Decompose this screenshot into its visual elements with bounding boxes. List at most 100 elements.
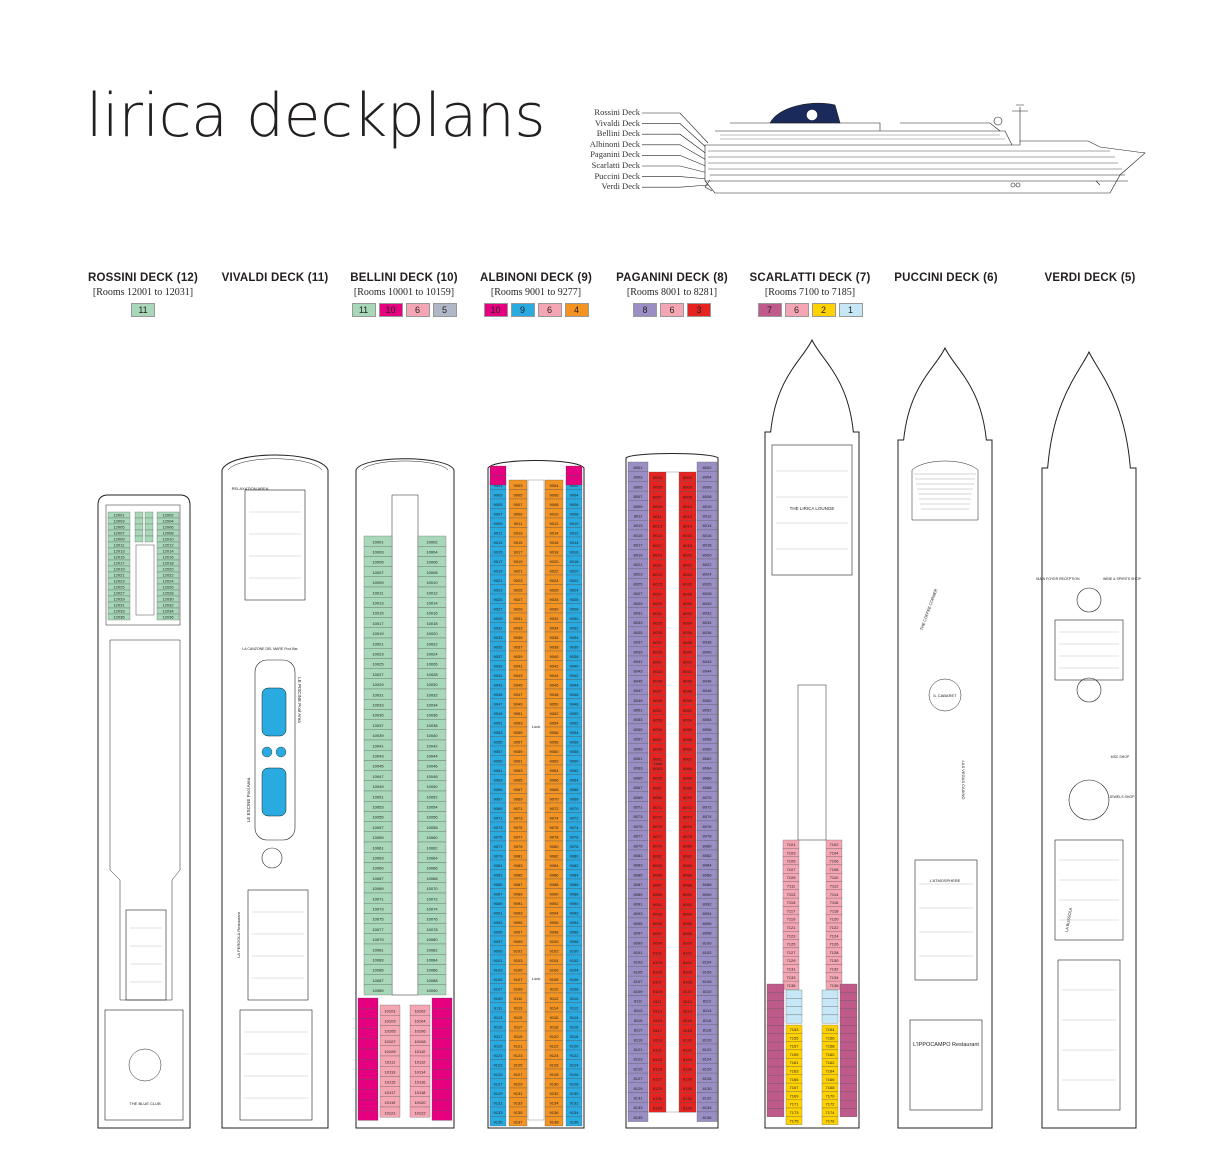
cabin-number: 9122 (550, 1043, 560, 1048)
cabin (648, 830, 667, 841)
cabin-number: 8108 (703, 979, 713, 984)
cabin (825, 972, 843, 982)
cabin (785, 1066, 803, 1075)
cabin (156, 511, 180, 519)
deck-plan-albinoni[interactable]: 9001900390059007900990119013901590179019… (487, 460, 585, 1129)
cabin-number: 9007 (494, 511, 504, 516)
cabin (107, 547, 131, 555)
cabin-number: 7155 (790, 1035, 800, 1040)
deck-name[interactable]: PAGANINI DECK (8) (616, 272, 728, 284)
cabin (489, 1040, 507, 1051)
cabin-number: 8008 (703, 494, 713, 499)
deck-name[interactable]: VERDI DECK (5) (1044, 272, 1136, 284)
cabin (107, 565, 131, 573)
cabin-number: 12013 (113, 548, 125, 553)
deck-name[interactable]: VIVALDI DECK (11) (221, 272, 329, 284)
cabin-number: 9016 (550, 540, 560, 545)
cabin (565, 964, 583, 975)
cabin (544, 517, 564, 528)
deck-name[interactable]: BELLINI DECK (10) (350, 272, 458, 284)
cabin-number: 8120 (683, 1038, 693, 1043)
cabin-number: 9129 (494, 1091, 504, 1096)
cabin-number: 8123 (634, 1057, 644, 1062)
cabin (489, 498, 507, 509)
cabin-number: 10113 (385, 1070, 397, 1075)
cabin (678, 675, 697, 686)
deck-name[interactable]: SCARLATTI DECK (7) (749, 272, 871, 284)
cabin (678, 617, 697, 628)
cabin (565, 916, 583, 927)
cabin-number: 9075 (514, 825, 524, 830)
cabin-number: 8077 (653, 834, 663, 839)
cabin-number: 8095 (653, 921, 663, 926)
cabin-number: 9092 (570, 910, 580, 915)
cabin (544, 859, 564, 870)
deck-plan-rossini[interactable]: 1200112003120051200712009120111201312015… (97, 494, 191, 1129)
cabin (648, 597, 667, 608)
cabin (363, 811, 393, 822)
category-chip-11: 11 (351, 303, 376, 317)
cabin (696, 684, 718, 695)
venue-label: WINE & SPIRITS SHOP (1103, 577, 1142, 581)
cabin-number: 9135 (494, 1119, 504, 1124)
cabin-number: 9130 (570, 1091, 580, 1096)
cabin-number: 8039 (634, 649, 644, 654)
cabin (627, 946, 649, 957)
cabin (363, 903, 393, 914)
cabin-number: 8099 (653, 941, 663, 946)
cabin-number: 8028 (683, 591, 693, 596)
deck-name[interactable]: PUCCINI DECK (6) (894, 272, 998, 284)
cabin (107, 535, 131, 543)
venue-label: LE PISCINE Pool Area (297, 677, 302, 723)
cabin (379, 1035, 401, 1046)
cabin (544, 973, 564, 984)
hull-outline (1041, 350, 1137, 1129)
cabin (696, 946, 718, 957)
cabin (766, 1075, 785, 1084)
cabin-number: 9052 (550, 711, 560, 716)
profile-leader-line (642, 133, 709, 156)
cabin-number: 9020 (570, 568, 580, 573)
cabin-number: 8069 (634, 795, 644, 800)
cabin-number: 7131 (787, 966, 797, 971)
cabin (508, 584, 528, 595)
cabin-number: 9085 (514, 872, 524, 877)
cabin-number: 9120 (570, 1043, 580, 1048)
cabin-number: 10077 (372, 927, 384, 932)
deck-plan-scarlatti[interactable]: THE LIRICA LOUNGE71017103710571077109711… (764, 338, 860, 1129)
cabin (696, 1053, 718, 1064)
cabin-number: 9035 (514, 635, 524, 640)
deck-name[interactable]: ROSSINI DECK (12) (87, 272, 199, 284)
cabin-number: 8068 (703, 785, 713, 790)
cabin (417, 780, 447, 792)
deck-plan-bellini[interactable]: 1000110003100051000710009100111001310015… (355, 458, 455, 1129)
cabin (627, 908, 649, 919)
cabin (544, 565, 564, 576)
cabin-number: 8018 (703, 543, 713, 548)
cabin (508, 888, 528, 899)
cabin (489, 622, 507, 633)
cabin-number: 9026 (550, 587, 560, 592)
cabin (825, 848, 843, 857)
cabin (782, 881, 800, 890)
cabin-number: 8125 (634, 1066, 644, 1071)
cabin (627, 791, 649, 802)
cabin (544, 1040, 564, 1051)
cabin (678, 791, 697, 802)
cabin-number: 9118 (550, 1024, 559, 1029)
cabin (678, 830, 697, 841)
deck-plan-paganini[interactable]: 8001800380058007800980118013801580178019… (625, 453, 719, 1129)
cabin (107, 607, 131, 615)
whirlpool (261, 746, 273, 758)
cabin-number: 8043 (653, 669, 663, 674)
deck-name[interactable]: ALBINONI DECK (9) (479, 272, 592, 284)
cabin-number: 9042 (550, 663, 560, 668)
cabin-number: 9064 (570, 777, 580, 782)
cabin-number: 8026 (683, 582, 693, 587)
cabin (363, 658, 393, 669)
cabin (544, 916, 564, 927)
cabin (839, 1050, 858, 1059)
